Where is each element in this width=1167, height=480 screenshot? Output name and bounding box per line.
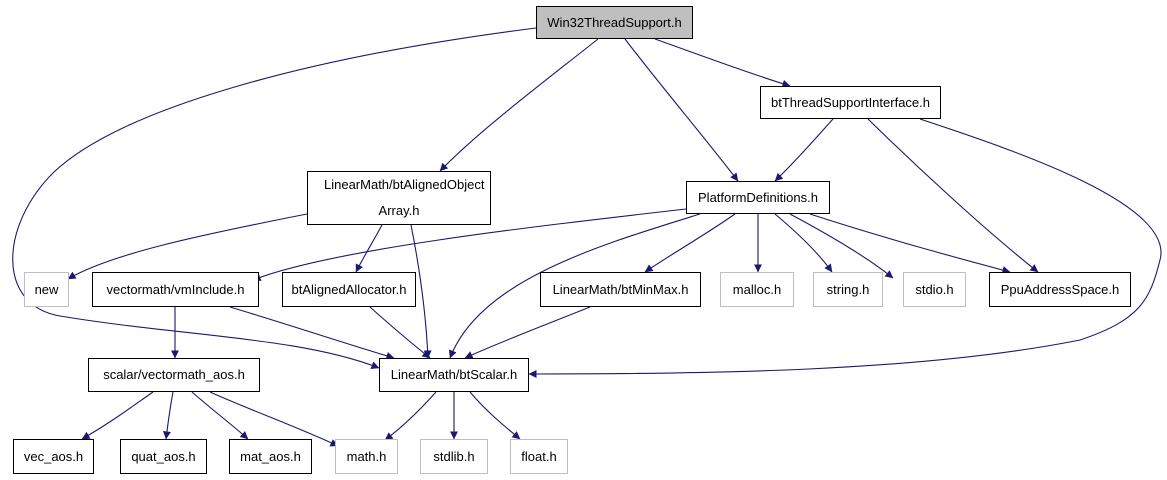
edge-platformdefs-to-stdio <box>789 213 894 279</box>
edge-alignedobjectarray-to-btscalar <box>410 224 432 359</box>
edge-btthreadsupport-to-platformdefs <box>774 118 834 182</box>
node-math-h: math.h <box>335 439 398 474</box>
node-label: quat_aos.h <box>131 448 196 464</box>
node-label: LinearMath/btScalar.h <box>390 367 518 382</box>
node-label: stdio.h <box>915 281 954 297</box>
node-label: mat_aos.h <box>240 448 301 464</box>
edge-alignedobjectarray-to-new <box>67 213 308 280</box>
node-label: vectormath/vmInclude.h <box>106 281 245 297</box>
node-stdio-h: stdio.h <box>903 272 966 307</box>
edge-btscalar-to-math <box>384 391 437 441</box>
node-btscalar-h[interactable]: LinearMath/btScalar.h <box>379 358 529 392</box>
node-mat-aos-h[interactable]: mat_aos.h <box>229 439 312 474</box>
edge-win32-to-platformdefs <box>624 38 739 182</box>
node-label: float.h <box>521 448 557 464</box>
node-new: new <box>24 272 69 307</box>
edge-win32-to-btthreadsupport <box>654 38 791 88</box>
edge-minmax-to-btscalar <box>464 306 591 359</box>
node-label: new <box>34 281 59 297</box>
node-platformdefinitions-h[interactable]: PlatformDefinitions.h <box>686 181 830 214</box>
node-vminclude-h[interactable]: vectormath/vmInclude.h <box>92 272 259 307</box>
node-label: btThreadSupportInterface.h <box>771 94 930 110</box>
edge-vectormathaos-to-vecaos <box>81 391 154 440</box>
node-label: PpuAddressSpace.h <box>1000 281 1120 297</box>
node-vec-aos-h[interactable]: vec_aos.h <box>13 439 94 474</box>
edge-vectormathaos-to-quataos <box>162 391 174 440</box>
node-btalignedobjectarray-h[interactable]: LinearMath/btAlignedObject Array.h <box>307 171 491 225</box>
node-btthreadsupportinterface-h[interactable]: btThreadSupportInterface.h <box>760 86 941 119</box>
edge-vectormathaos-to-math <box>209 391 339 447</box>
node-quat-aos-h[interactable]: quat_aos.h <box>120 439 207 474</box>
node-btalignedallocator-h[interactable]: btAlignedAllocator.h <box>282 272 416 307</box>
node-float-h: float.h <box>510 439 568 474</box>
node-label: LinearMath/btAlignedObject Array.h <box>324 177 485 218</box>
node-label: string.h <box>826 281 870 297</box>
node-label: PlatformDefinitions.h <box>698 189 818 205</box>
edge-btthreadsupport-to-btscalar <box>528 118 1162 378</box>
node-label: Win32ThreadSupport.h <box>547 14 682 30</box>
edge-platformdefs-to-ppuaddress <box>809 213 1011 274</box>
edge-win32-to-btscalar <box>12 27 537 369</box>
node-label: LinearMath/btMinMax.h <box>552 281 689 297</box>
node-label: btAlignedAllocator.h <box>291 281 407 297</box>
node-label: math.h <box>346 448 387 464</box>
edge-platformdefs-to-vminclude <box>252 208 687 281</box>
node-btminmax-h[interactable]: LinearMath/btMinMax.h <box>540 272 701 307</box>
edge-vectormathaos-to-mataos <box>191 391 249 440</box>
edge-btscalar-to-float <box>469 391 521 440</box>
node-string-h: string.h <box>813 272 883 307</box>
node-label: malloc.h <box>732 281 782 297</box>
edge-win32-to-alignedobjectarray <box>439 38 599 172</box>
edge-vminclude-to-btscalar <box>229 306 395 360</box>
edge-alignedobjectarray-to-alignedallocator <box>355 224 383 273</box>
edge-btthreadsupport-to-ppuaddress <box>867 118 1039 273</box>
node-vectormath-aos-h[interactable]: scalar/vectormath_aos.h <box>88 358 260 392</box>
node-label: vec_aos.h <box>23 448 84 464</box>
edge-platformdefs-to-btscalar <box>449 213 701 359</box>
node-ppuaddressspace-h[interactable]: PpuAddressSpace.h <box>989 272 1131 307</box>
edge-alignedallocator-to-btscalar <box>369 306 431 359</box>
edge-platformdefs-to-minmax <box>644 213 736 273</box>
node-malloc-h: malloc.h <box>720 272 794 307</box>
node-label: stdlib.h <box>433 448 475 464</box>
node-stdlib-h: stdlib.h <box>420 439 488 474</box>
edge-platformdefs-to-string <box>774 213 833 273</box>
node-label: scalar/vectormath_aos.h <box>103 367 245 382</box>
node-win32threadsupport-h: Win32ThreadSupport.h <box>536 6 693 39</box>
